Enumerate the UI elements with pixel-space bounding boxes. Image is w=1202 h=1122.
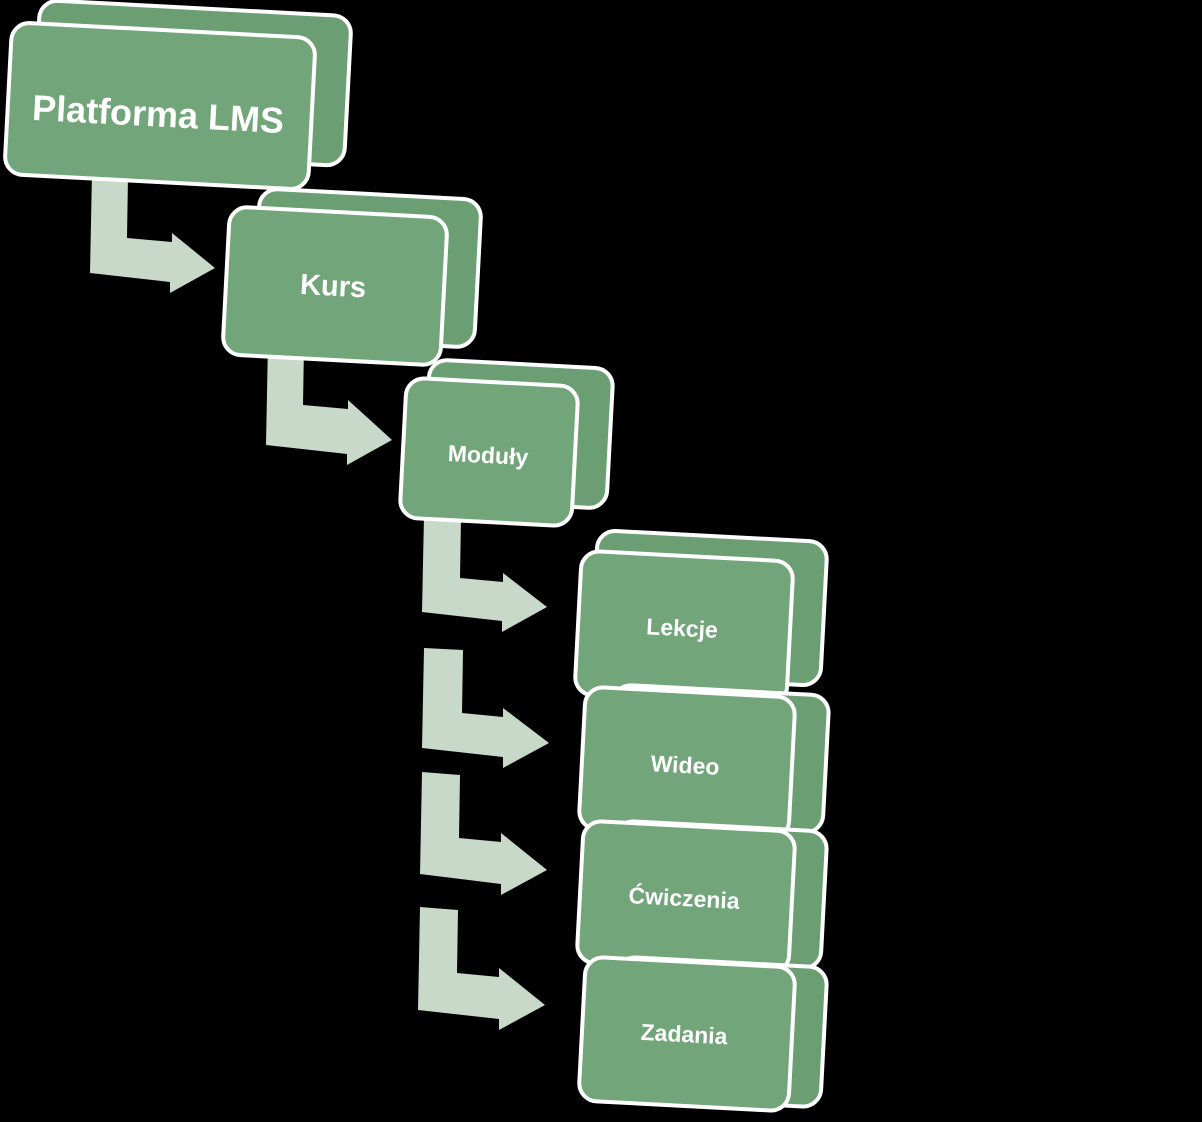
arrow-modules-to-lessons (422, 515, 547, 632)
connector-arrows (90, 172, 549, 1030)
node-label-course: Kurs (299, 269, 367, 304)
node-label-video: Wideo (650, 750, 720, 780)
box-course: Kurs (221, 187, 483, 367)
box-exercises: Ćwiczenia (575, 819, 829, 975)
arrow-modules-to-tasks (418, 907, 545, 1030)
box-lessons: Lekcje (573, 528, 829, 707)
arrow-platform-to-course (90, 172, 215, 293)
arrow-modules-to-video (422, 648, 549, 768)
node-label-modules: Moduły (447, 440, 529, 470)
box-modules: Moduły (398, 358, 615, 528)
box-tasks: Zadania (577, 955, 829, 1113)
node-label-exercises: Ćwiczenia (628, 881, 741, 914)
node-label-tasks: Zadania (640, 1019, 728, 1050)
box-platform: Platforma LMS (3, 0, 353, 191)
arrow-course-to-modules (266, 342, 392, 465)
box-video: Wideo (577, 683, 831, 841)
node-label-lessons: Lekcje (646, 613, 719, 643)
arrow-modules-to-exercises (420, 772, 547, 895)
